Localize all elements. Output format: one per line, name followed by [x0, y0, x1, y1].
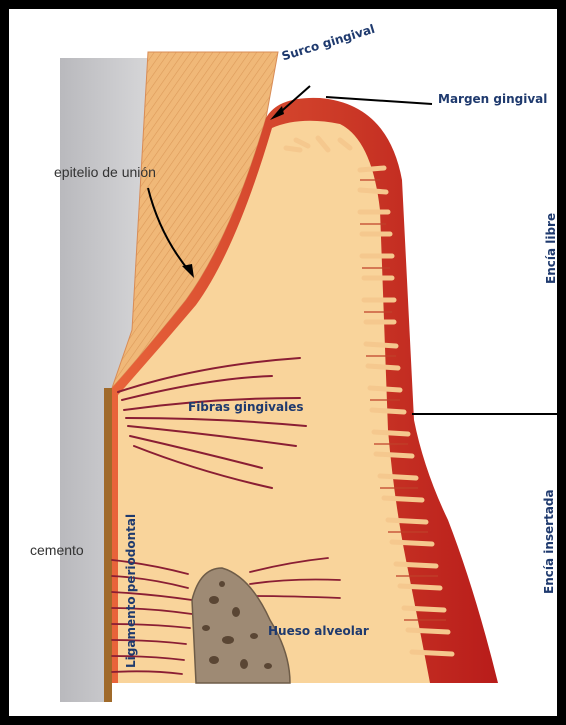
label-encia-insertada: Encía insertada	[542, 489, 556, 594]
label-ligamento-periodontal: Ligamento periodontal	[124, 514, 138, 668]
label-hueso-alveolar: Hueso alveolar	[268, 624, 369, 638]
label-encia-libre: Encía libre	[544, 213, 558, 284]
label-margen-gingival: Margen gingival	[438, 92, 547, 106]
label-fibras-gingivales: Fibras gingivales	[188, 400, 304, 414]
periodontal-ligament-strip	[104, 388, 112, 702]
label-epitelio-de-union: epitelio de unión	[54, 164, 156, 180]
label-cemento: cemento	[30, 542, 84, 558]
